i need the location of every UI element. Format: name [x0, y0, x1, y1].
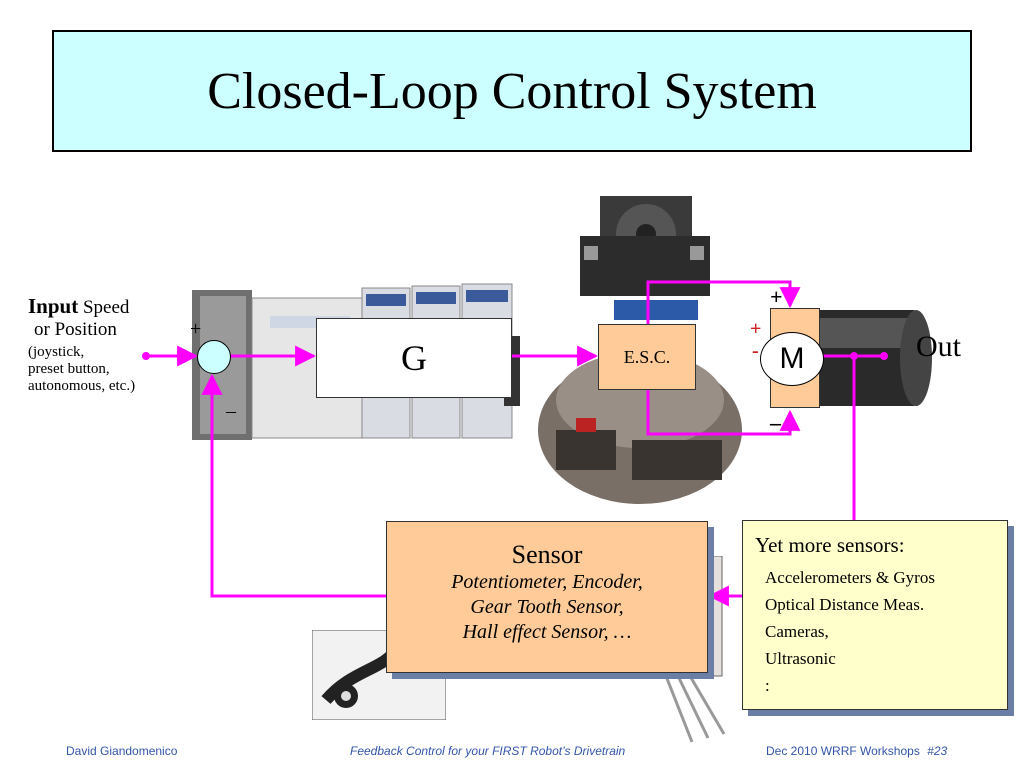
- input-description: Input Speed or Position (joystick, prese…: [28, 294, 178, 395]
- more-sensors-item: Cameras,: [765, 622, 829, 641]
- slide-title: Closed-Loop Control System: [207, 62, 817, 120]
- input-line-2: or Position: [34, 319, 117, 340]
- input-line-3: (joystick,: [28, 344, 85, 360]
- more-sensors-title: Yet more sensors:: [755, 533, 905, 557]
- sensor-line: Gear Tooth Sensor,: [470, 596, 624, 618]
- motor-photo: [810, 310, 932, 406]
- sensor-title: Sensor: [511, 540, 583, 569]
- controller-label: G: [401, 338, 427, 378]
- footer-event: Dec 2010 WRRF Workshops #23: [766, 744, 947, 758]
- more-sensors-item: :: [765, 676, 770, 695]
- more-sensors-box: Yet more sensors: Accelerometers & Gyros…: [742, 520, 1008, 710]
- motor-terminal-minus: -: [752, 340, 759, 362]
- sensor-line: Potentiometer, Encoder,: [451, 571, 643, 593]
- sum-plus-sign: +: [190, 318, 202, 340]
- input-line-5: autonomous, etc.): [28, 378, 136, 394]
- sensor-line: Hall effect Sensor, …: [462, 621, 632, 643]
- controller-block-g: G: [316, 318, 512, 398]
- input-line-4: preset button,: [28, 361, 110, 377]
- footer-author: David Giandomenico: [66, 744, 178, 758]
- motor-minus-sign: –: [770, 410, 781, 435]
- more-sensors-item: Accelerometers & Gyros: [765, 568, 935, 587]
- sensor-block: Sensor Potentiometer, Encoder, Gear Toot…: [386, 521, 708, 673]
- motor-label: M: [779, 342, 805, 375]
- more-sensors-item: Ultrasonic: [765, 649, 836, 668]
- footer-event-text: Dec 2010 WRRF Workshops: [766, 744, 920, 758]
- sum-minus-sign: –: [226, 400, 236, 422]
- motor-terminal-plus: +: [750, 318, 762, 340]
- input-label-bold: Input: [28, 294, 79, 318]
- more-sensors-item: Optical Distance Meas.: [765, 595, 925, 614]
- footer-course: Feedback Control for your FIRST Robot’s …: [350, 744, 626, 758]
- output-label: Out: [916, 330, 961, 363]
- summing-junction: [197, 340, 231, 374]
- title-box: Closed-Loop Control System: [52, 30, 972, 152]
- esc-block: E.S.C.: [598, 324, 696, 390]
- victor-esc-photo: [580, 196, 710, 320]
- input-label-rest: Speed: [78, 297, 130, 318]
- hall-sensor-photo: [312, 630, 446, 720]
- motor-plus-sign: +: [770, 284, 783, 309]
- esc-label: E.S.C.: [623, 346, 671, 367]
- motor-symbol: M: [760, 332, 824, 386]
- footer-slide-number: #23: [927, 744, 948, 758]
